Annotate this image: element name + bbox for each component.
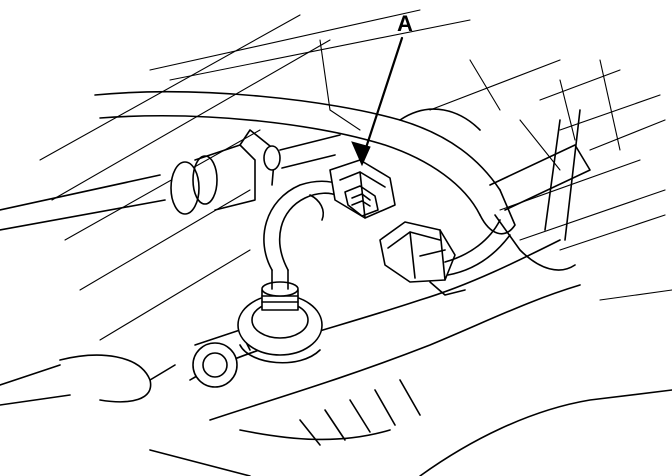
left-pipe: [0, 129, 341, 231]
engine-body-lines: [39, 9, 666, 341]
right-pipe: [489, 109, 591, 271]
mating-connector: [379, 219, 511, 296]
upper-hose: [94, 91, 516, 235]
callout-label-a: A: [397, 11, 413, 36]
callout-arrow: [351, 36, 404, 167]
oxygen-sensor: [237, 269, 323, 364]
sensor-connector: [329, 159, 396, 219]
exhaust-manifold: [149, 239, 672, 476]
sensor-harness: [263, 180, 341, 271]
lower-left-port: [0, 329, 251, 406]
